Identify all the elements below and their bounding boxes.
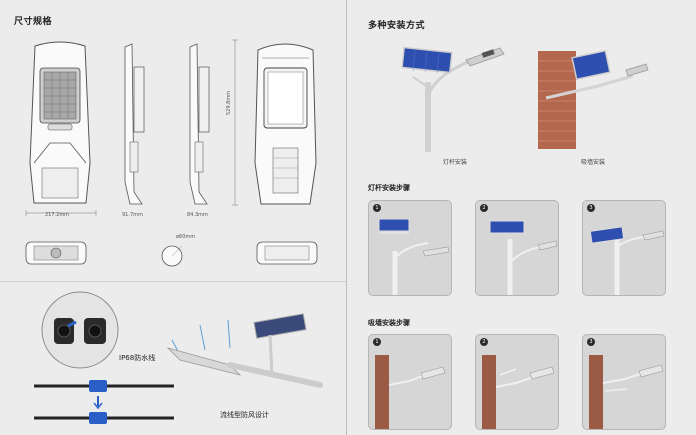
center-divider: [346, 0, 347, 435]
wall-step-3-illustration: [589, 355, 664, 429]
lamp-top-view: [25, 241, 87, 265]
pole-steps-title: 灯杆安装步骤: [368, 184, 410, 192]
width-dimension-label: 217.2mm: [45, 212, 70, 218]
wall-step-1-illustration: [375, 355, 446, 429]
step-number: 2: [480, 204, 488, 212]
pole-step-3: 3: [582, 200, 666, 296]
lamp-back-view: [254, 43, 317, 205]
waterproof-callout: IP68防水线: [119, 354, 156, 362]
wall-step-2: 2: [475, 334, 559, 430]
lamp-side-view: [124, 43, 145, 205]
pole-install-illustration: [401, 46, 505, 152]
pole-diameter-circle: [161, 245, 183, 267]
wall-step-2-illustration: [482, 355, 555, 429]
cable-assembly: [34, 380, 174, 424]
wall-steps-title: 吸墙安装步骤: [368, 319, 410, 327]
step-number: 2: [480, 338, 488, 346]
height-dimension-label: 529.8mm: [226, 90, 232, 115]
lamp-bottom-view: [256, 241, 318, 265]
pole-step-1-illustration: [378, 218, 450, 295]
side-depth-label-2: 84.3mm: [187, 212, 208, 218]
pole-diameter-label: ø60mm: [176, 234, 196, 240]
pole-install-caption: 灯杆安装: [442, 159, 467, 166]
step-number: 3: [587, 338, 595, 346]
step-number: 3: [587, 204, 595, 212]
left-section-divider: [0, 281, 346, 282]
pole-step-2-illustration: [489, 220, 558, 295]
install-methods-title: 多种安装方式: [368, 21, 426, 31]
pole-step-1: 1: [368, 200, 452, 296]
lamp-front-view: [29, 41, 91, 204]
wall-install-caption: 吸墙安装: [580, 159, 605, 166]
side-depth-label: 91.7mm: [122, 212, 143, 218]
height-dimension-line: [232, 39, 238, 206]
wall-install-illustration: [538, 49, 649, 149]
dimensions-section-title: 尺寸规格: [14, 17, 53, 27]
wall-step-3: 3: [582, 334, 666, 430]
step-number: 1: [373, 204, 381, 212]
width-dimension-line: [25, 210, 97, 216]
streamline-callout: 流线型防风设计: [220, 411, 269, 419]
pole-step-2: 2: [475, 200, 559, 296]
pole-step-3-illustration: [589, 226, 665, 295]
wall-step-1: 1: [368, 334, 452, 430]
lamp-side-view-2: [189, 43, 210, 205]
streamline-lamp-illustration: [166, 313, 323, 388]
waterproof-connector-closeup: [41, 291, 119, 369]
step-number: 1: [373, 338, 381, 346]
